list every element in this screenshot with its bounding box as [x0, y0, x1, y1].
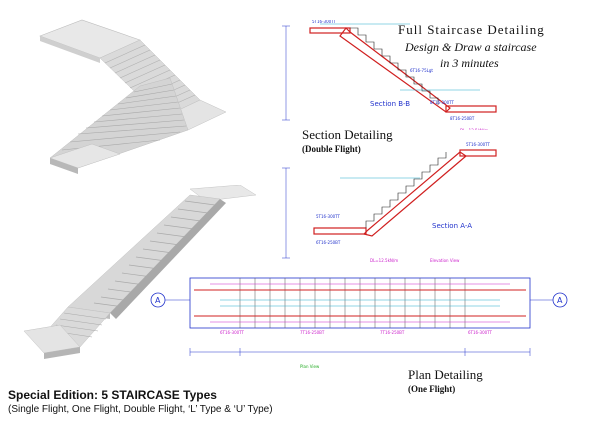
- svg-text:DL=12.5kN/m: DL=12.5kN/m: [460, 128, 488, 130]
- edition-title: Special Edition: 5 STAIRCASE Types: [8, 388, 217, 402]
- section-bb-drawing: 5T16-300TT 8T16-300TT 8T16-250BT 6T16-75…: [282, 20, 497, 130]
- svg-text:6T16-300TT: 6T16-300TT: [220, 330, 245, 335]
- plan-rebars: [194, 289, 526, 317]
- stair-render-lower: [23, 185, 257, 359]
- edition-types: (Single Flight, One Flight, Double Fligh…: [8, 404, 273, 415]
- svg-text:8T16-300TT: 8T16-300TT: [430, 100, 455, 105]
- svg-text:A: A: [557, 296, 563, 305]
- section-bb-steps: [350, 27, 439, 105]
- grid-marker-left: A: [150, 292, 190, 308]
- plan-treads: [239, 278, 466, 328]
- grid-marker-right: A: [530, 292, 568, 308]
- section-aa-steps: [365, 152, 447, 228]
- section-detailing-title: Section Detailing: [302, 127, 393, 142]
- plan-drawing: A A 6T16-300TT 7T16-250BT: [150, 277, 568, 369]
- svg-text:6T16-75Lgt: 6T16-75Lgt: [410, 68, 433, 73]
- svg-text:7T16-250BT: 7T16-250BT: [380, 330, 405, 335]
- svg-text:5T16-300TT: 5T16-300TT: [466, 142, 491, 147]
- svg-text:7T16-250BT: 7T16-250BT: [300, 330, 325, 335]
- svg-text:8T16-250BT: 8T16-250BT: [450, 116, 475, 121]
- plan-view-label: Plan View: [300, 364, 320, 369]
- plan-detailing-subtitle: (One Flight): [408, 384, 456, 394]
- svg-text:DL=12.5kN/m: DL=12.5kN/m: [370, 258, 398, 263]
- header-title: Full Staircase Detailing: [398, 22, 545, 37]
- lower-bottom-flight: [23, 306, 111, 359]
- section-aa-drawing: 5T16-300TT 5T16-300TT 6T16-250BT Section…: [282, 142, 497, 263]
- section-detailing-subtitle: (Double Flight): [302, 144, 361, 154]
- elevation-view-label: Elevation View: [430, 258, 460, 263]
- section-aa-dimension: [282, 167, 290, 259]
- svg-text:5T16-300TT: 5T16-300TT: [316, 214, 341, 219]
- stair-render-upper: [39, 19, 227, 174]
- section-bb-dimension: [282, 25, 290, 121]
- section-aa-waist: [362, 151, 467, 237]
- svg-text:6T16-250BT: 6T16-250BT: [316, 240, 341, 245]
- plan-detailing-title: Plan Detailing: [408, 367, 483, 382]
- svg-text:5T16-300TT: 5T16-300TT: [312, 20, 337, 24]
- header-tagline-1: Design & Draw a staircase: [405, 40, 537, 54]
- section-bb-label: Section B-B: [370, 100, 410, 108]
- svg-text:A: A: [155, 296, 161, 305]
- svg-text:6T16-300TT: 6T16-300TT: [468, 330, 493, 335]
- section-bb-waist: [339, 27, 451, 113]
- section-aa-label: Section A-A: [432, 222, 472, 230]
- header-tagline-2: in 3 minutes: [440, 56, 499, 70]
